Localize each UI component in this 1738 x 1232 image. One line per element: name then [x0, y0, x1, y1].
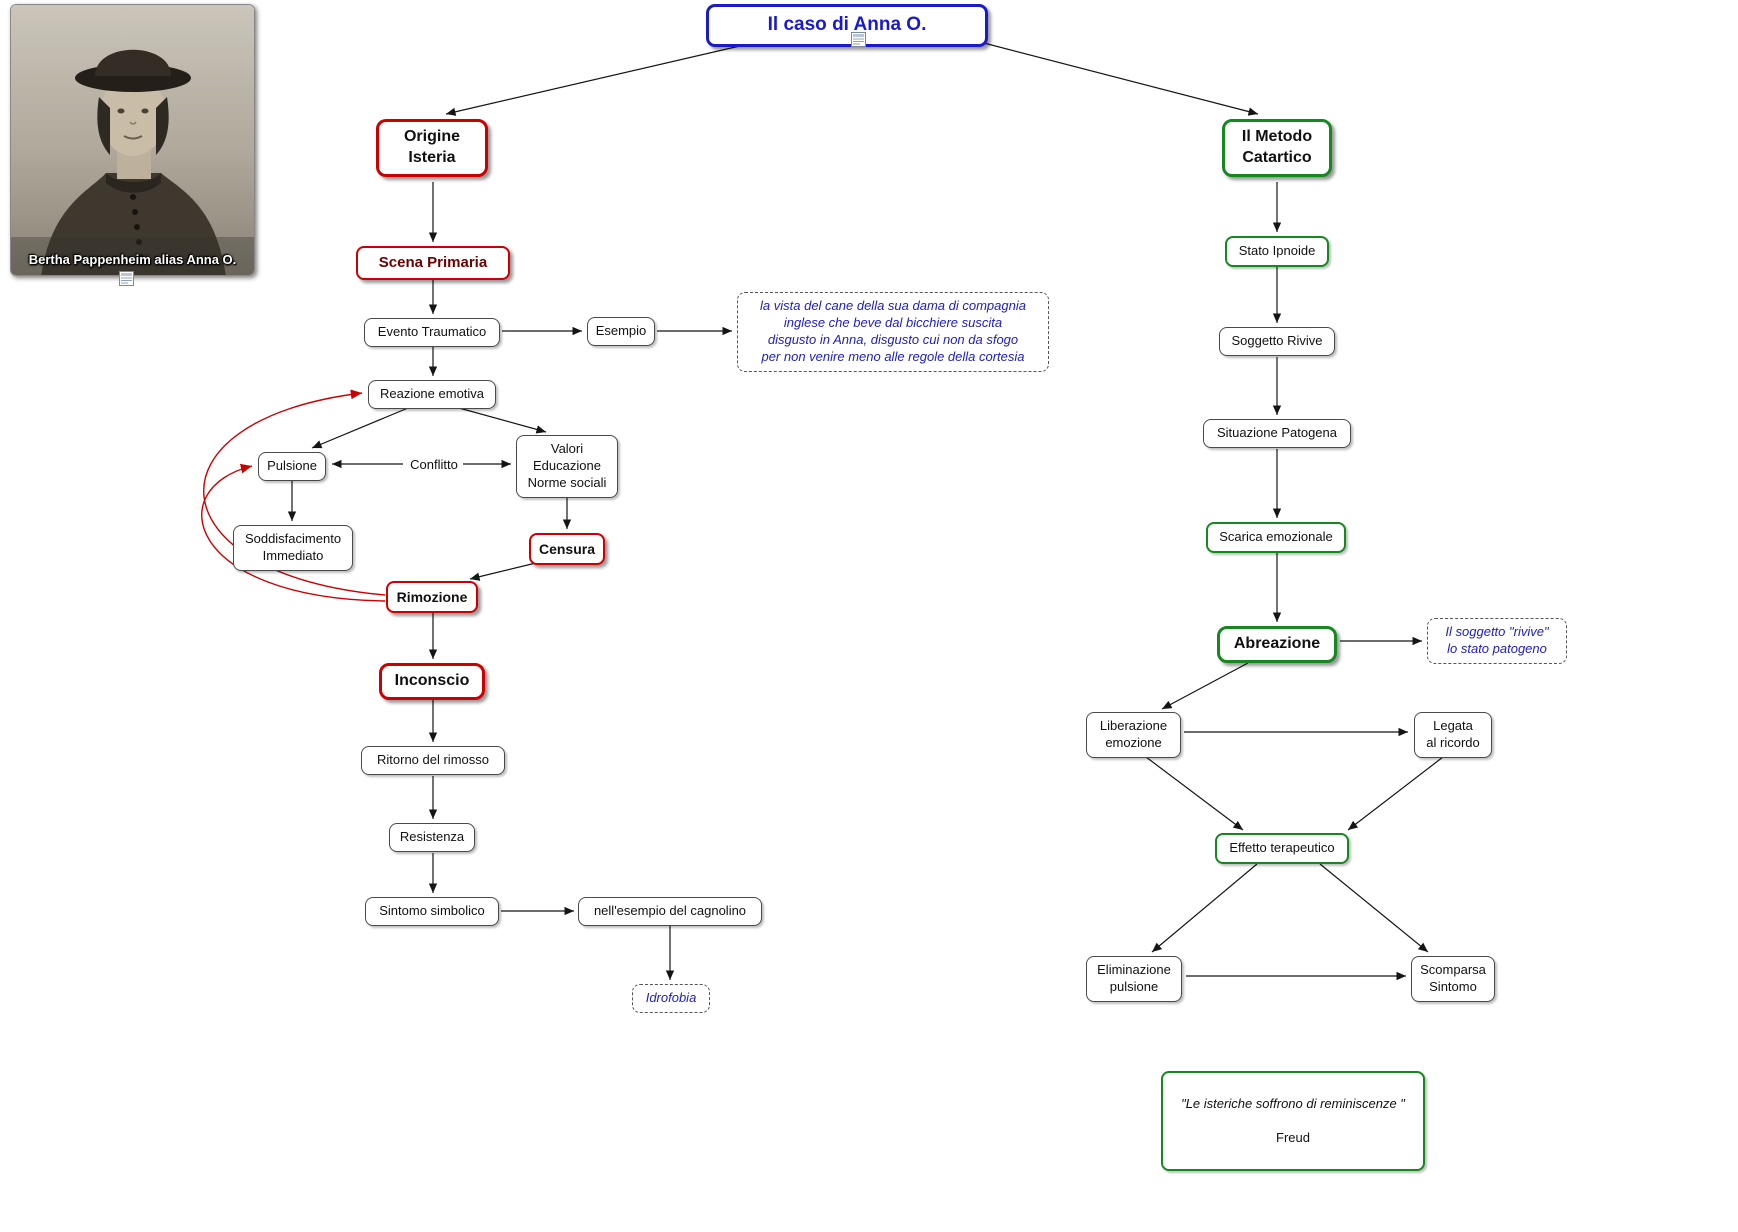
node-evento-traumatico[interactable]: Evento Traumatico — [364, 318, 500, 347]
node-metodo-catartico[interactable]: Il Metodo Catartico — [1222, 119, 1332, 177]
node-eliminazione-pulsione[interactable]: Eliminazione pulsione — [1086, 956, 1182, 1002]
node-scarica-emozionale[interactable]: Scarica emozionale — [1206, 522, 1346, 553]
note-esempio-dettaglio[interactable]: la vista del cane della sua dama di comp… — [737, 292, 1049, 372]
node-scena-primaria[interactable]: Scena Primaria — [356, 246, 510, 280]
node-censura[interactable]: Censura — [529, 533, 605, 566]
note-idrofobia[interactable]: Idrofobia — [632, 984, 710, 1013]
freud-quote-author: Freud — [1276, 1129, 1310, 1145]
node-pulsione[interactable]: Pulsione — [258, 452, 326, 481]
node-abreazione[interactable]: Abreazione — [1217, 626, 1337, 663]
photo-caption: Bertha Pappenheim alias Anna O. — [28, 252, 237, 267]
node-soddisfacimento[interactable]: Soddisfacimento Immediato — [233, 525, 353, 571]
photo-resource-icon[interactable] — [119, 271, 134, 286]
node-rimozione[interactable]: Rimozione — [386, 581, 478, 614]
node-sintomo-simbolico[interactable]: Sintomo simbolico — [365, 897, 499, 926]
node-situazione-patogena[interactable]: Situazione Patogena — [1203, 419, 1351, 448]
node-esempio-cagnolino[interactable]: nell'esempio del cagnolino — [578, 897, 762, 926]
link-label-conflitto[interactable]: Conflitto — [405, 457, 463, 472]
anna-o-photo[interactable]: Bertha Pappenheim alias Anna O. — [10, 4, 255, 276]
freud-quote[interactable]: "Le isteriche soffrono di reminiscenze "… — [1161, 1071, 1425, 1172]
node-ritorno-del-rimosso[interactable]: Ritorno del rimosso — [361, 746, 505, 775]
node-esempio[interactable]: Esempio — [587, 317, 655, 346]
node-soggetto-rivive[interactable]: Soggetto Rivive — [1219, 327, 1335, 356]
note-abreazione[interactable]: Il soggetto "rivive" lo stato patogeno — [1427, 618, 1567, 664]
node-liberazione-emozione[interactable]: Liberazione emozione — [1086, 712, 1181, 758]
freud-quote-text: "Le isteriche soffrono di reminiscenze " — [1181, 1095, 1405, 1111]
node-valori-educazione[interactable]: Valori Educazione Norme sociali — [516, 435, 618, 498]
map-title-node[interactable]: Il caso di Anna O. — [706, 4, 988, 47]
node-inconscio[interactable]: Inconscio — [379, 663, 485, 700]
node-stato-ipnoide[interactable]: Stato Ipnoide — [1225, 236, 1329, 267]
node-origine-isteria[interactable]: Origine Isteria — [376, 119, 488, 177]
node-resistenza[interactable]: Resistenza — [389, 823, 475, 852]
node-effetto-terapeutico[interactable]: Effetto terapeutico — [1215, 833, 1349, 864]
title-resource-icon[interactable] — [851, 32, 866, 47]
node-scomparsa-sintomo[interactable]: Scomparsa Sintomo — [1411, 956, 1495, 1002]
node-reazione-emotiva[interactable]: Reazione emotiva — [368, 380, 496, 409]
portrait-image — [11, 5, 254, 275]
node-legata-al-ricordo[interactable]: Legata al ricordo — [1414, 712, 1492, 758]
